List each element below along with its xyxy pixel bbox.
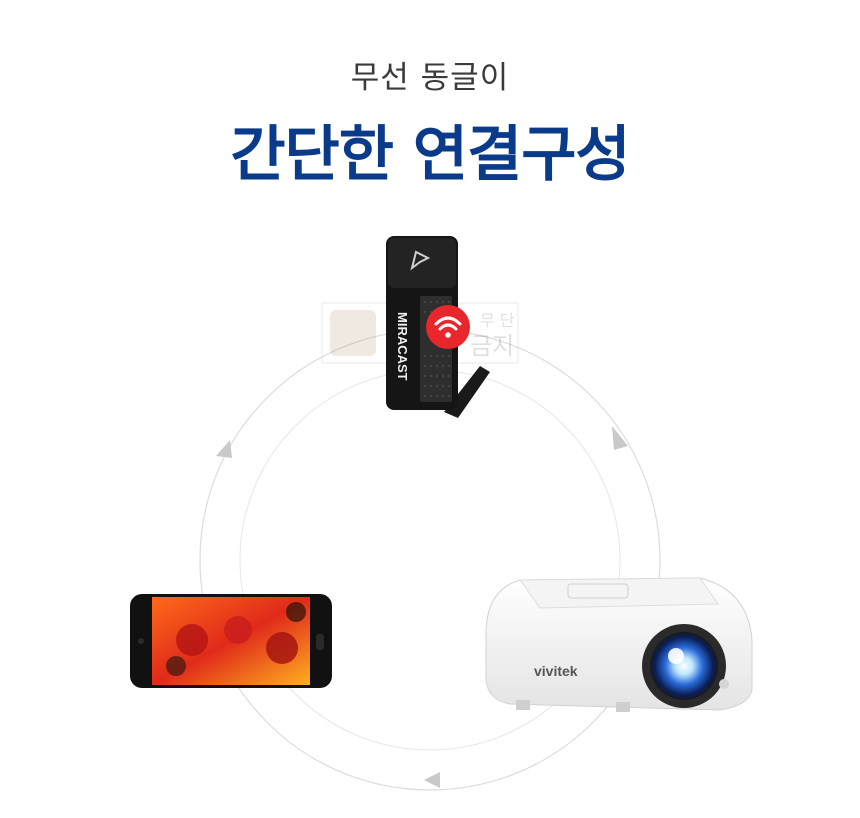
arrow-bottom-icon: [424, 772, 440, 788]
dongle-logo-icon: [410, 250, 431, 271]
subtitle: 무선 동글이: [350, 60, 510, 96]
arrow-right-icon: [612, 426, 628, 450]
dongle-brand: MIRACAST: [395, 312, 410, 381]
wifi-icon: [426, 305, 470, 349]
projector: vivitek: [485, 577, 753, 712]
svg-text:금지: 금지: [470, 332, 514, 360]
smartphone: [130, 594, 332, 688]
arrow-left-icon: [216, 440, 232, 458]
projector-brand: vivitek: [534, 663, 578, 679]
svg-text:무 단: 무 단: [480, 311, 515, 330]
page-title: 간단한 연결구성: [230, 120, 630, 190]
